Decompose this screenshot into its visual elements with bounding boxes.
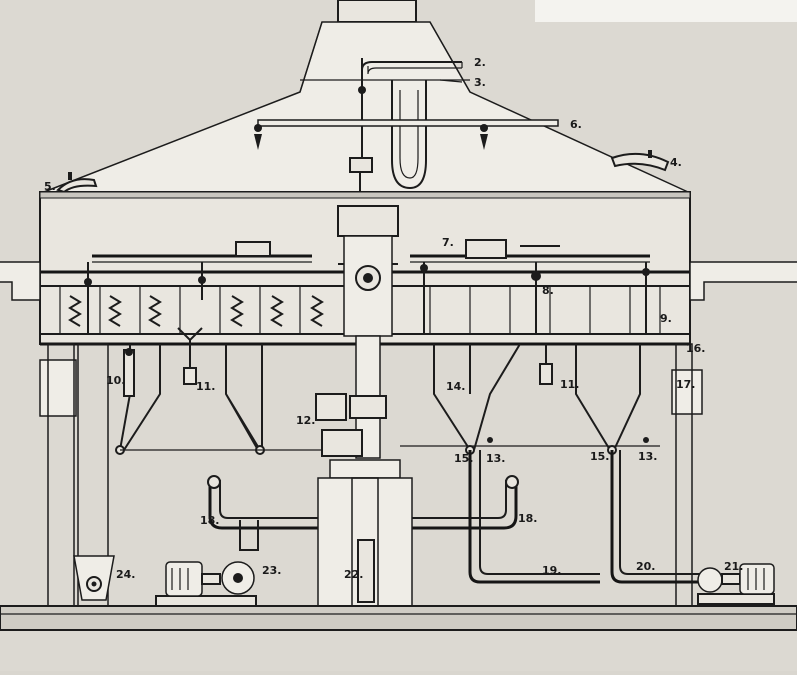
valve-11-left [177, 327, 203, 385]
callout-4: 4. [670, 156, 682, 169]
callout-12: 12. [296, 414, 316, 427]
callout-23: 23. [262, 564, 282, 577]
callout-16: 16. [686, 342, 706, 355]
suspended-bar-6 [254, 119, 559, 150]
return-pipes-18 [207, 475, 519, 551]
callout-13-right: 13. [638, 450, 658, 463]
callout-13-left: 13. [486, 452, 506, 465]
callout-24: 24. [116, 568, 136, 581]
vent-5 [56, 172, 98, 194]
callout-8: 8. [542, 284, 554, 297]
paper-corner [535, 0, 797, 22]
callout-5: 5. [44, 180, 56, 193]
callout-11-right: 11. [560, 378, 580, 391]
callout-15-right: 15. [590, 450, 610, 463]
callout-2: 2. [474, 56, 486, 69]
drive-unit [315, 393, 413, 615]
hood-stack [337, 0, 417, 23]
floor [0, 605, 797, 631]
hanging-rods [84, 262, 650, 334]
callout-14: 14. [446, 380, 466, 393]
callout-19: 19. [542, 564, 562, 577]
discharge-pipes [468, 450, 700, 584]
callout-17: 17. [676, 378, 696, 391]
pulley-hopper-24 [73, 555, 115, 601]
callout-10: 10. [106, 374, 126, 387]
zigzag-springs [68, 295, 324, 327]
hoppers-right [400, 343, 660, 455]
motor-23 [155, 561, 257, 607]
gauge-10 [123, 348, 135, 397]
callout-21: 21. [724, 560, 744, 573]
callout-15-left: 15. [454, 452, 474, 465]
side-troughs [0, 261, 797, 301]
callout-20: 20. [636, 560, 656, 573]
upper-piping [349, 58, 463, 212]
valve-11-right [539, 344, 553, 385]
callout-22: 22. [344, 568, 364, 581]
callout-9: 9. [660, 312, 672, 325]
motor-21 [697, 563, 775, 605]
hood [43, 0, 689, 193]
callout-labels: 2. 3. 4. 5. 6. 7. 8. 9. 10. 11. 11. 12. … [44, 56, 744, 581]
vent-4 [610, 150, 670, 172]
callout-18-right: 18. [518, 512, 538, 525]
callout-7: 7. [442, 236, 454, 249]
tank-cells [59, 286, 661, 334]
callout-6: 6. [570, 118, 582, 131]
callout-11-left: 11. [196, 380, 216, 393]
callout-18-left: 18. [200, 514, 220, 527]
callout-3: 3. [474, 76, 486, 89]
top-rails [92, 239, 650, 263]
